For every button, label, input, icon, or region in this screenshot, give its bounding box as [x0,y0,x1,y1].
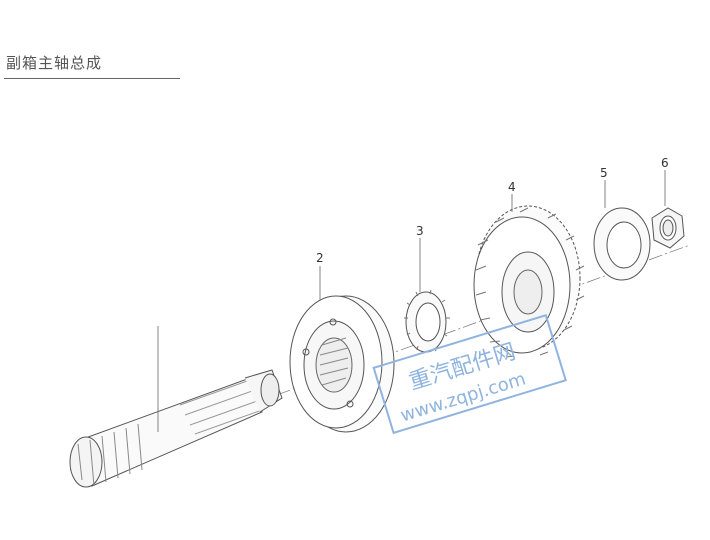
callout-label-3: 3 [416,224,424,238]
part-main-shaft [69,369,283,488]
page-title: 副箱主轴总成 [6,54,103,72]
title-underline [4,78,180,79]
part-spacer-ring [404,289,450,353]
part-nut [651,207,685,249]
callout-label-2: 2 [316,251,324,265]
callout-label-5: 5 [600,166,608,180]
callout-label-6: 6 [661,156,669,170]
callout-label-4: 4 [508,180,516,194]
part-washer [593,207,651,281]
part-gear [473,205,585,358]
part-synchronizer [289,295,395,433]
